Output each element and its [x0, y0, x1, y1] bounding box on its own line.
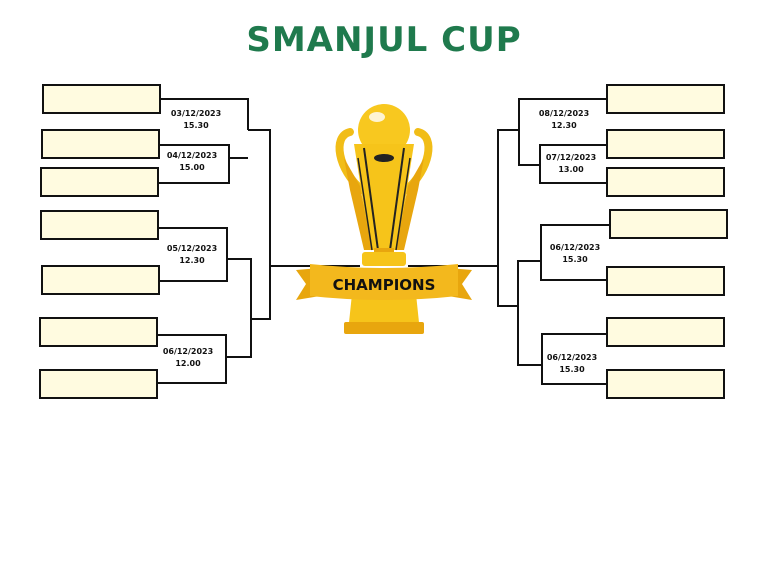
- trophy-icon: CHAMPIONS: [296, 104, 472, 334]
- bracket-line: [518, 164, 540, 166]
- bracket-line: [161, 98, 248, 100]
- team-slot-right-1[interactable]: [606, 84, 725, 114]
- bracket-line: [251, 318, 271, 320]
- bracket-line: [159, 144, 229, 146]
- bracket-line: [541, 383, 607, 385]
- bracket-line: [518, 98, 520, 165]
- bracket-line: [269, 266, 271, 320]
- bracket-line: [518, 98, 606, 100]
- bracket-line: [539, 144, 606, 146]
- bracket-line: [226, 356, 251, 358]
- team-slot-right-7[interactable]: [606, 369, 725, 399]
- team-slot-left-1[interactable]: [42, 84, 161, 114]
- team-slot-left-5[interactable]: [41, 265, 160, 295]
- bracket-line: [269, 129, 271, 266]
- bracket-line: [226, 258, 251, 260]
- team-slot-left-6[interactable]: [39, 317, 158, 347]
- bracket-line: [158, 334, 226, 336]
- bracket-line: [248, 129, 270, 131]
- bracket-line: [539, 182, 606, 184]
- page-title: SMANJUL CUP: [246, 20, 522, 60]
- bracket-line: [160, 280, 227, 282]
- bracket-line: [225, 334, 227, 384]
- team-slot-right-3[interactable]: [606, 167, 725, 197]
- bracket-line: [539, 144, 541, 184]
- bracket-line: [518, 260, 541, 262]
- bracket-line: [158, 382, 226, 384]
- team-slot-right-2[interactable]: [606, 129, 725, 159]
- bracket-line: [497, 129, 519, 131]
- bracket-line: [228, 157, 248, 159]
- team-slot-left-4[interactable]: [40, 210, 159, 240]
- bracket-line: [541, 333, 607, 335]
- bracket-line: [518, 364, 542, 366]
- bracket-line: [159, 182, 229, 184]
- bracket-line: [159, 227, 227, 229]
- team-slot-right-6[interactable]: [606, 317, 725, 347]
- champions-banner-text: CHAMPIONS: [333, 276, 436, 294]
- bracket-line: [541, 333, 543, 385]
- bracket-line: [540, 224, 542, 281]
- team-slot-left-2[interactable]: [41, 129, 160, 159]
- bracket-line: [247, 98, 249, 130]
- team-slot-right-4[interactable]: [609, 209, 728, 239]
- bracket-line: [540, 279, 607, 281]
- team-slot-left-3[interactable]: [40, 167, 159, 197]
- bracket-line: [228, 144, 230, 184]
- team-slot-left-7[interactable]: [39, 369, 158, 399]
- bracket-line: [497, 305, 518, 307]
- bracket-line: [517, 260, 519, 366]
- team-slot-right-5[interactable]: [606, 266, 725, 296]
- bracket-line: [497, 129, 499, 307]
- bracket-line: [250, 258, 252, 358]
- bracket-line: [226, 227, 228, 282]
- bracket-line: [540, 224, 610, 226]
